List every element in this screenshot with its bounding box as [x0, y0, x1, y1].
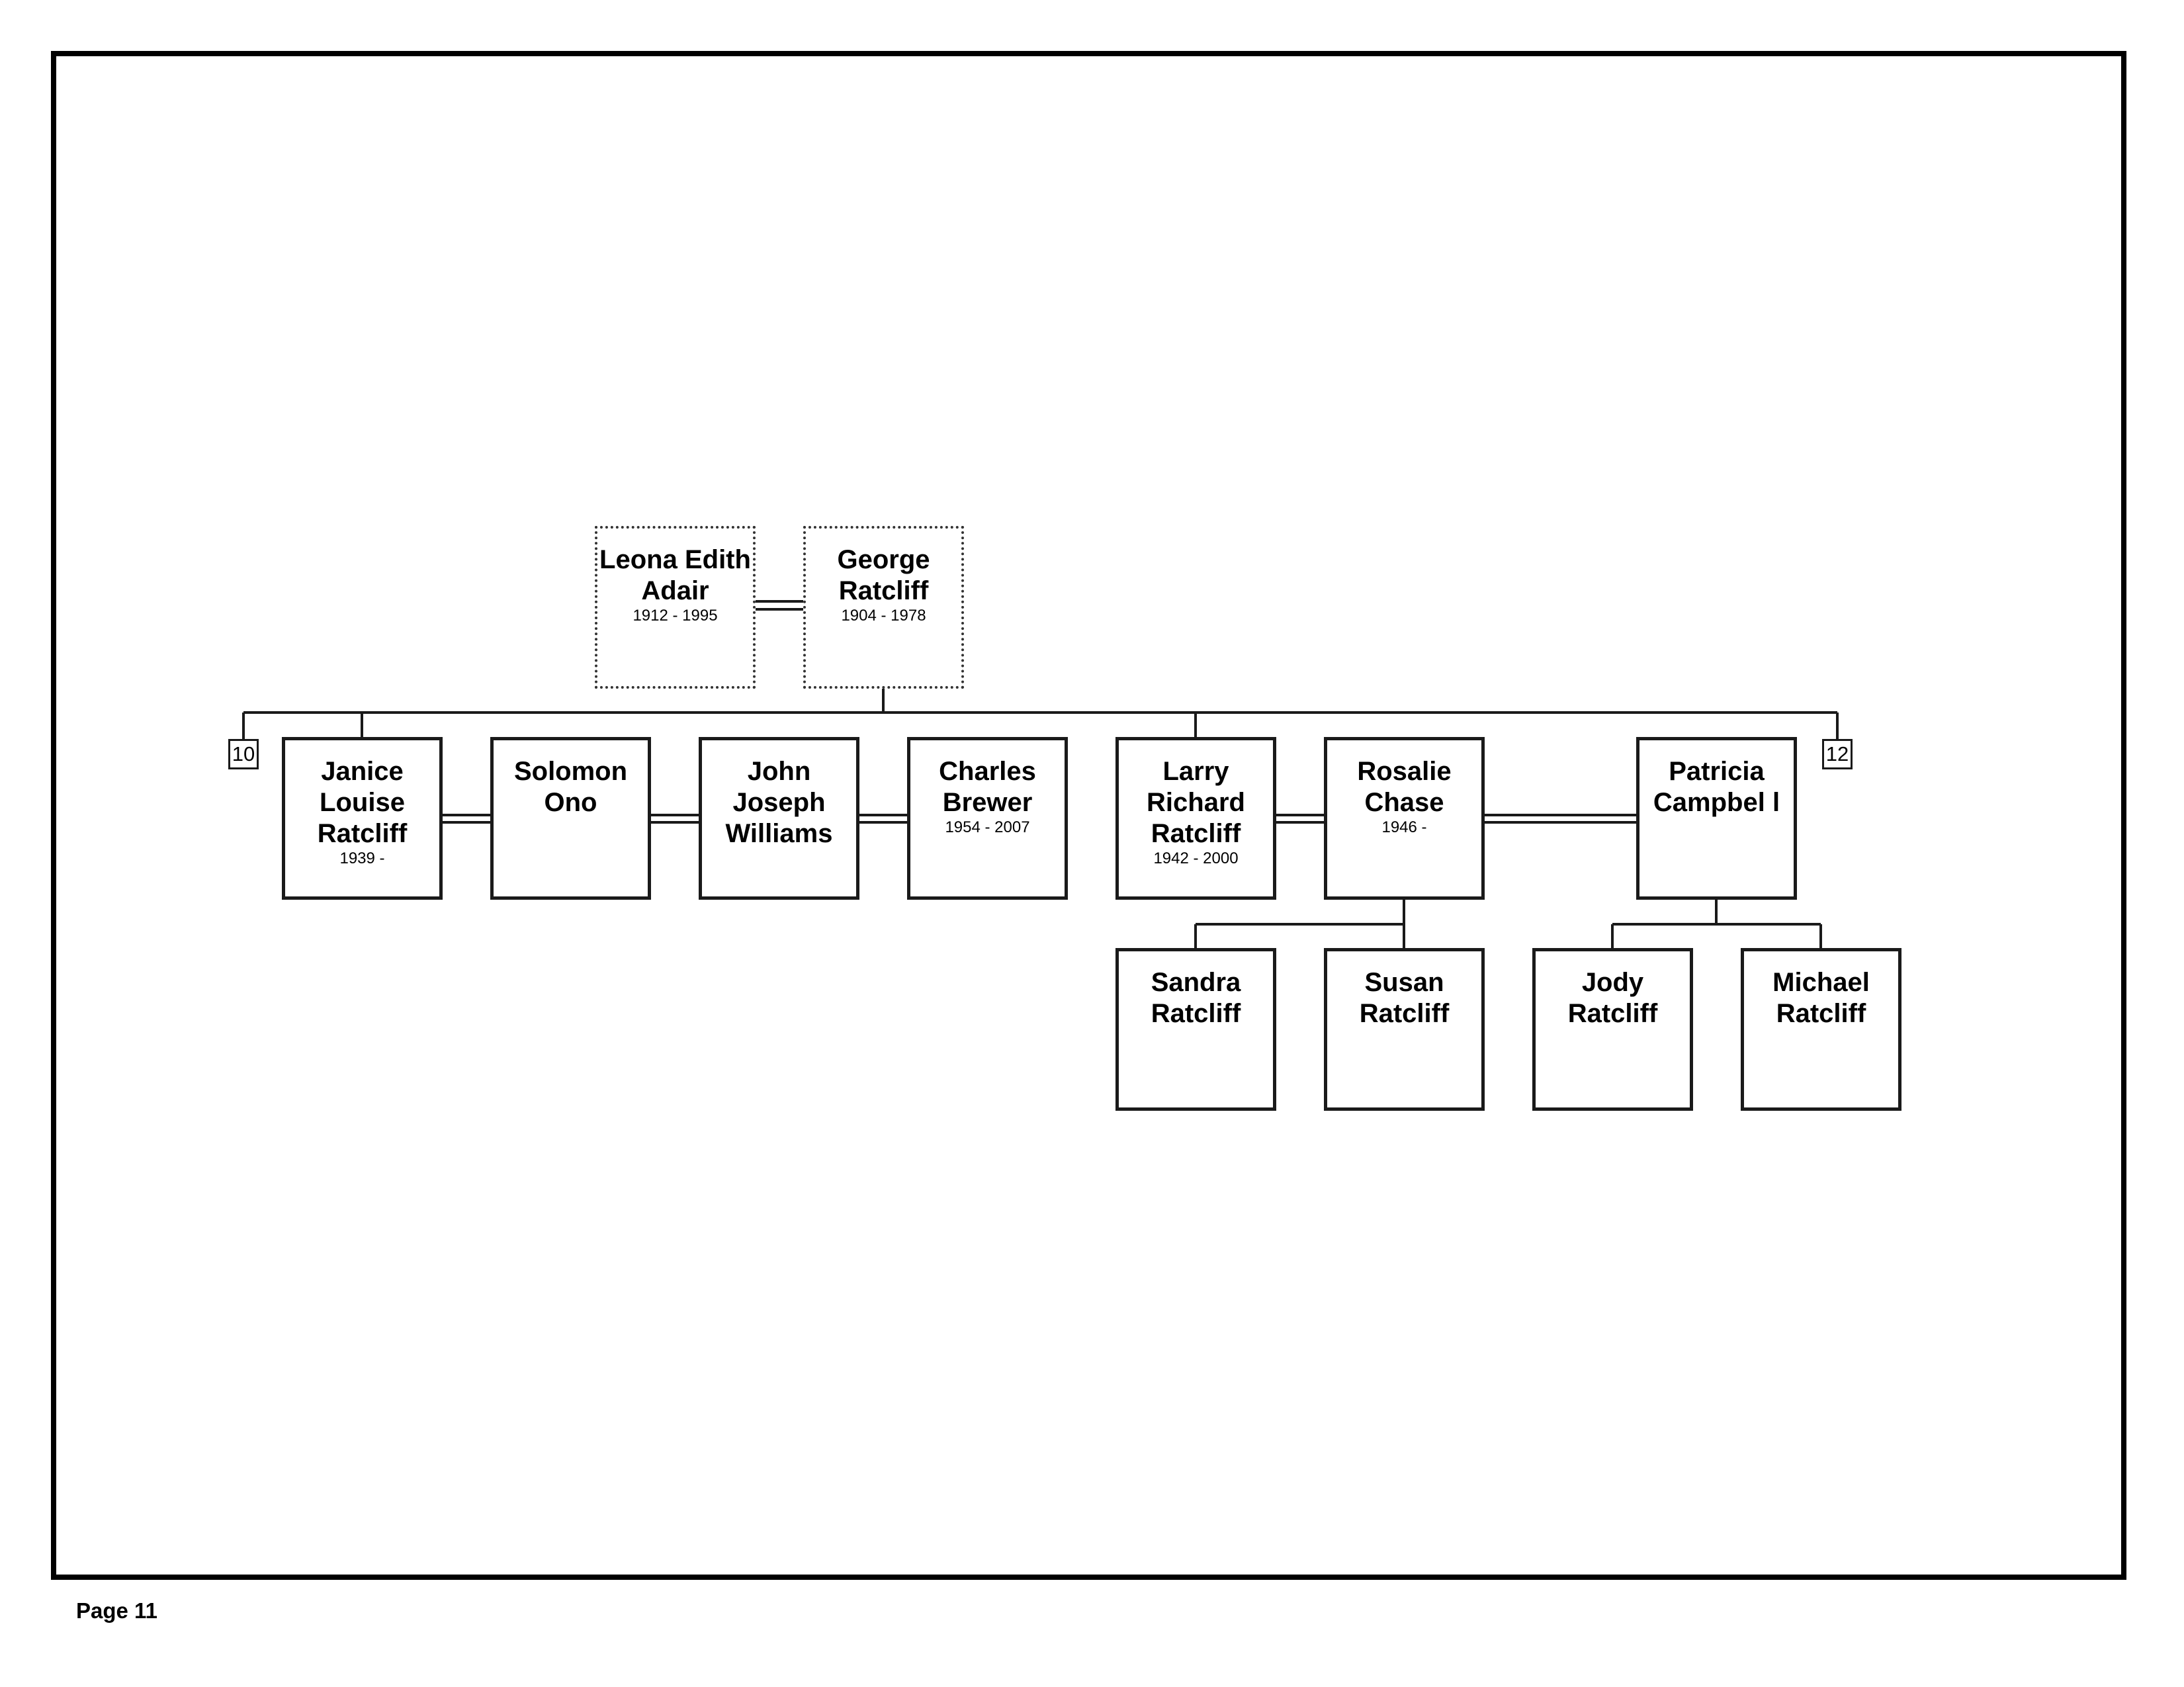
- person-box-leona-edith-adair[interactable]: Leona Edith Adair 1912 - 1995: [595, 526, 756, 689]
- person-name: Susan Ratcliff: [1359, 968, 1450, 1028]
- person-name: Leona Edith Adair: [599, 545, 751, 605]
- page-ref-left[interactable]: 10: [228, 739, 259, 769]
- person-dates: 1942 - 2000: [1153, 849, 1239, 867]
- person-box-rosalie-chase[interactable]: Rosalie Chase 1946 -: [1324, 737, 1485, 900]
- person-box-larry-richard-ratcliff[interactable]: Larry Richard Ratcliff 1942 - 2000: [1115, 737, 1276, 900]
- person-name: Janice Louise Ratcliff: [317, 757, 408, 848]
- person-name: Charles Brewer: [939, 757, 1036, 817]
- person-box-charles-brewer[interactable]: Charles Brewer 1954 - 2007: [907, 737, 1068, 900]
- person-name: Patricia Campbel l: [1653, 757, 1780, 817]
- person-dates: 1939 -: [339, 849, 385, 867]
- person-name: Michael Ratcliff: [1772, 968, 1870, 1028]
- person-name: George Ratcliff: [837, 545, 930, 605]
- person-name: Solomon Ono: [513, 757, 628, 817]
- person-box-sandra-ratcliff[interactable]: Sandra Ratcliff: [1115, 948, 1276, 1111]
- person-dates: 1954 - 2007: [945, 818, 1030, 836]
- person-name: Sandra Ratcliff: [1151, 968, 1241, 1028]
- page-ref-right[interactable]: 12: [1822, 739, 1853, 769]
- person-box-janice-louise-ratcliff[interactable]: Janice Louise Ratcliff 1939 -: [282, 737, 443, 900]
- person-box-john-joseph-williams[interactable]: John Joseph Williams: [699, 737, 859, 900]
- person-box-george-ratcliff[interactable]: George Ratcliff 1904 - 1978: [803, 526, 964, 689]
- person-box-michael-ratcliff[interactable]: Michael Ratcliff: [1741, 948, 1901, 1111]
- person-dates: 1912 - 1995: [633, 607, 718, 625]
- person-name: John Joseph Williams: [725, 757, 833, 848]
- person-name: Larry Richard Ratcliff: [1147, 757, 1245, 848]
- person-box-solomon-ono[interactable]: Solomon Ono: [490, 737, 651, 900]
- person-name: Rosalie Chase: [1357, 757, 1452, 817]
- page-frame: [51, 51, 2126, 1580]
- person-box-patricia-campbell[interactable]: Patricia Campbel l: [1636, 737, 1797, 900]
- person-box-susan-ratcliff[interactable]: Susan Ratcliff: [1324, 948, 1485, 1111]
- person-dates: 1904 - 1978: [841, 607, 926, 625]
- person-name: Jody Ratcliff: [1567, 968, 1658, 1028]
- page-number-footer: Page 11: [76, 1598, 157, 1623]
- person-dates: 1946 -: [1381, 818, 1427, 836]
- person-box-jody-ratcliff[interactable]: Jody Ratcliff: [1532, 948, 1693, 1111]
